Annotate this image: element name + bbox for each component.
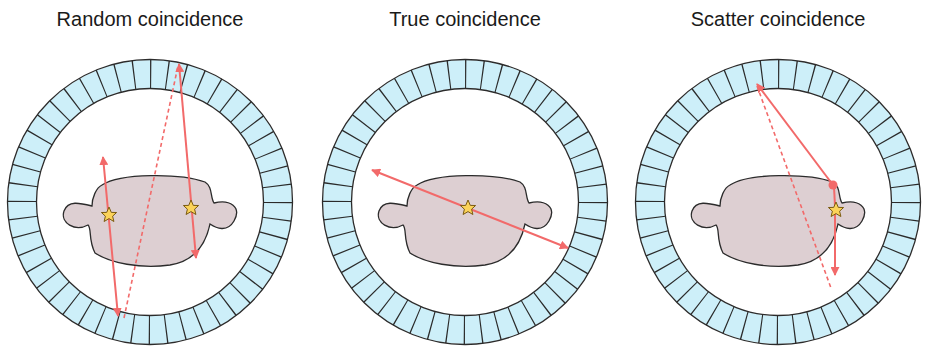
scanner-ring [323,60,608,345]
panel-title: Scatter coincidence [691,7,866,31]
panel-title: True coincidence [389,7,541,31]
panel-title: Random coincidence [57,7,244,31]
scanner-ring [8,60,293,345]
scanner-ring [636,60,921,345]
